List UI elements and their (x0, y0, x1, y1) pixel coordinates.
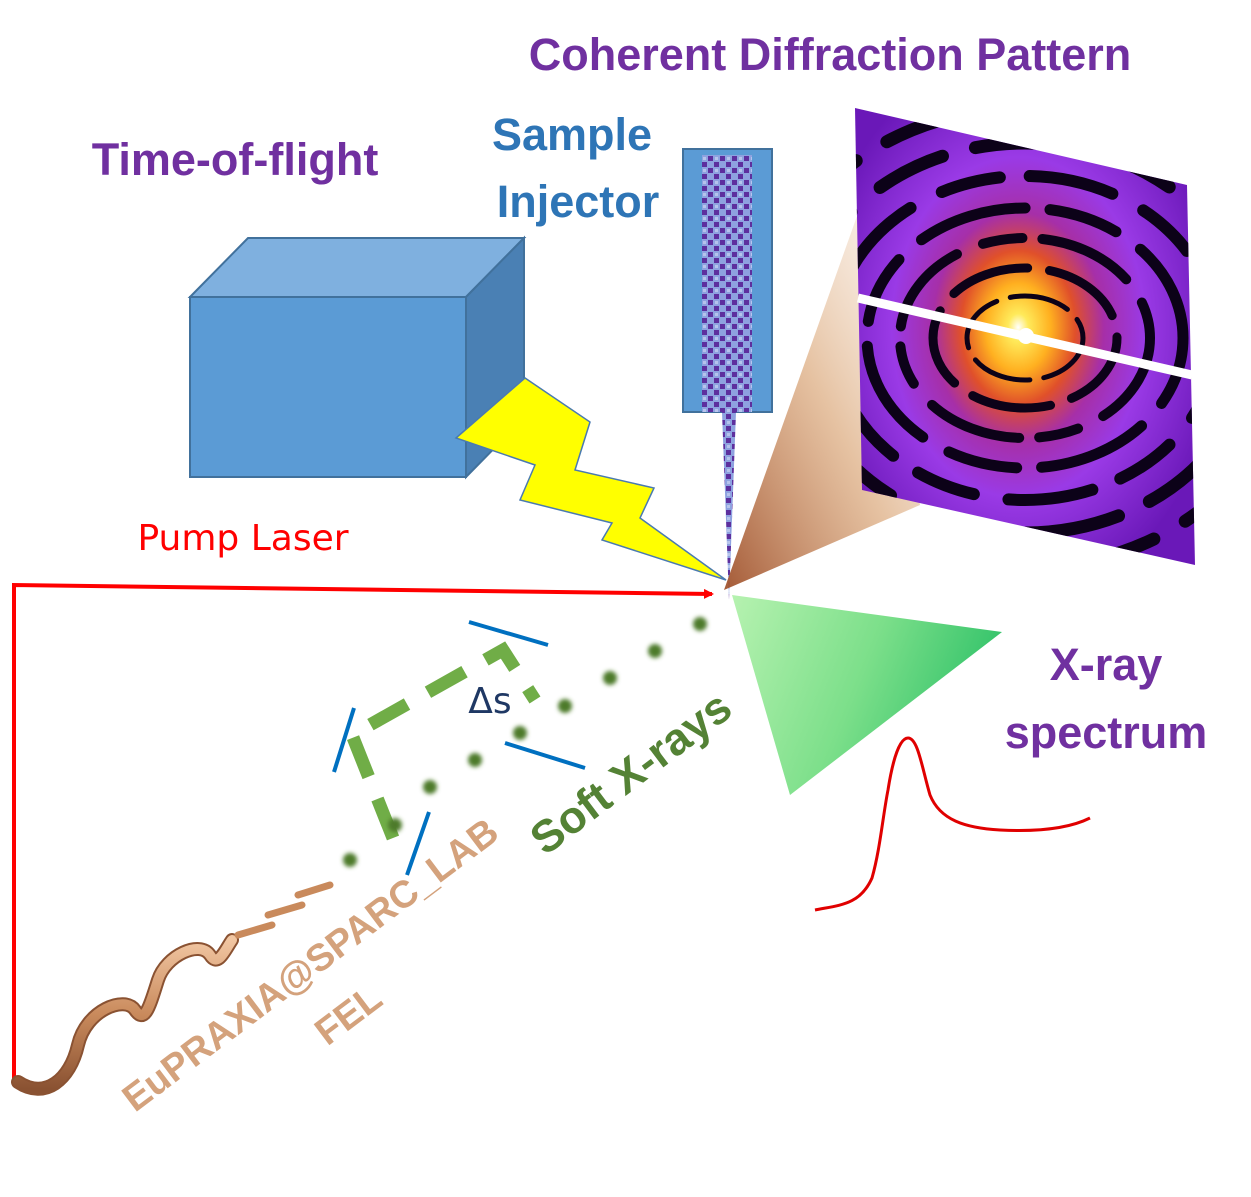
xray-spectrum-label-line2: spectrum (1005, 707, 1208, 758)
fel-label-line2: FEL (307, 977, 390, 1054)
pump-laser-path (12, 582, 714, 1085)
spectrum-curve-icon (814, 736, 1091, 912)
sample-injector-label-line1: Sample (492, 109, 652, 160)
tof-label: Time-of-flight (92, 134, 379, 185)
lightning-bolt-icon (454, 377, 727, 581)
soft-xray-beam (343, 617, 707, 867)
sample-injector-icon (682, 148, 773, 600)
sample-injector-label-line2: Injector (497, 176, 660, 227)
xray-prism (732, 595, 1002, 795)
delta-s-label: Δs (468, 681, 511, 722)
soft-xrays-label: Soft X-rays (520, 681, 740, 865)
undulator-wave-icon (11, 881, 334, 1096)
xray-spectrum-label-line1: X-ray (1050, 639, 1163, 690)
mirrors (332, 620, 586, 876)
diffraction-title: Coherent Diffraction Pattern (529, 29, 1132, 80)
pump-laser-label: Pump Laser (137, 518, 348, 559)
